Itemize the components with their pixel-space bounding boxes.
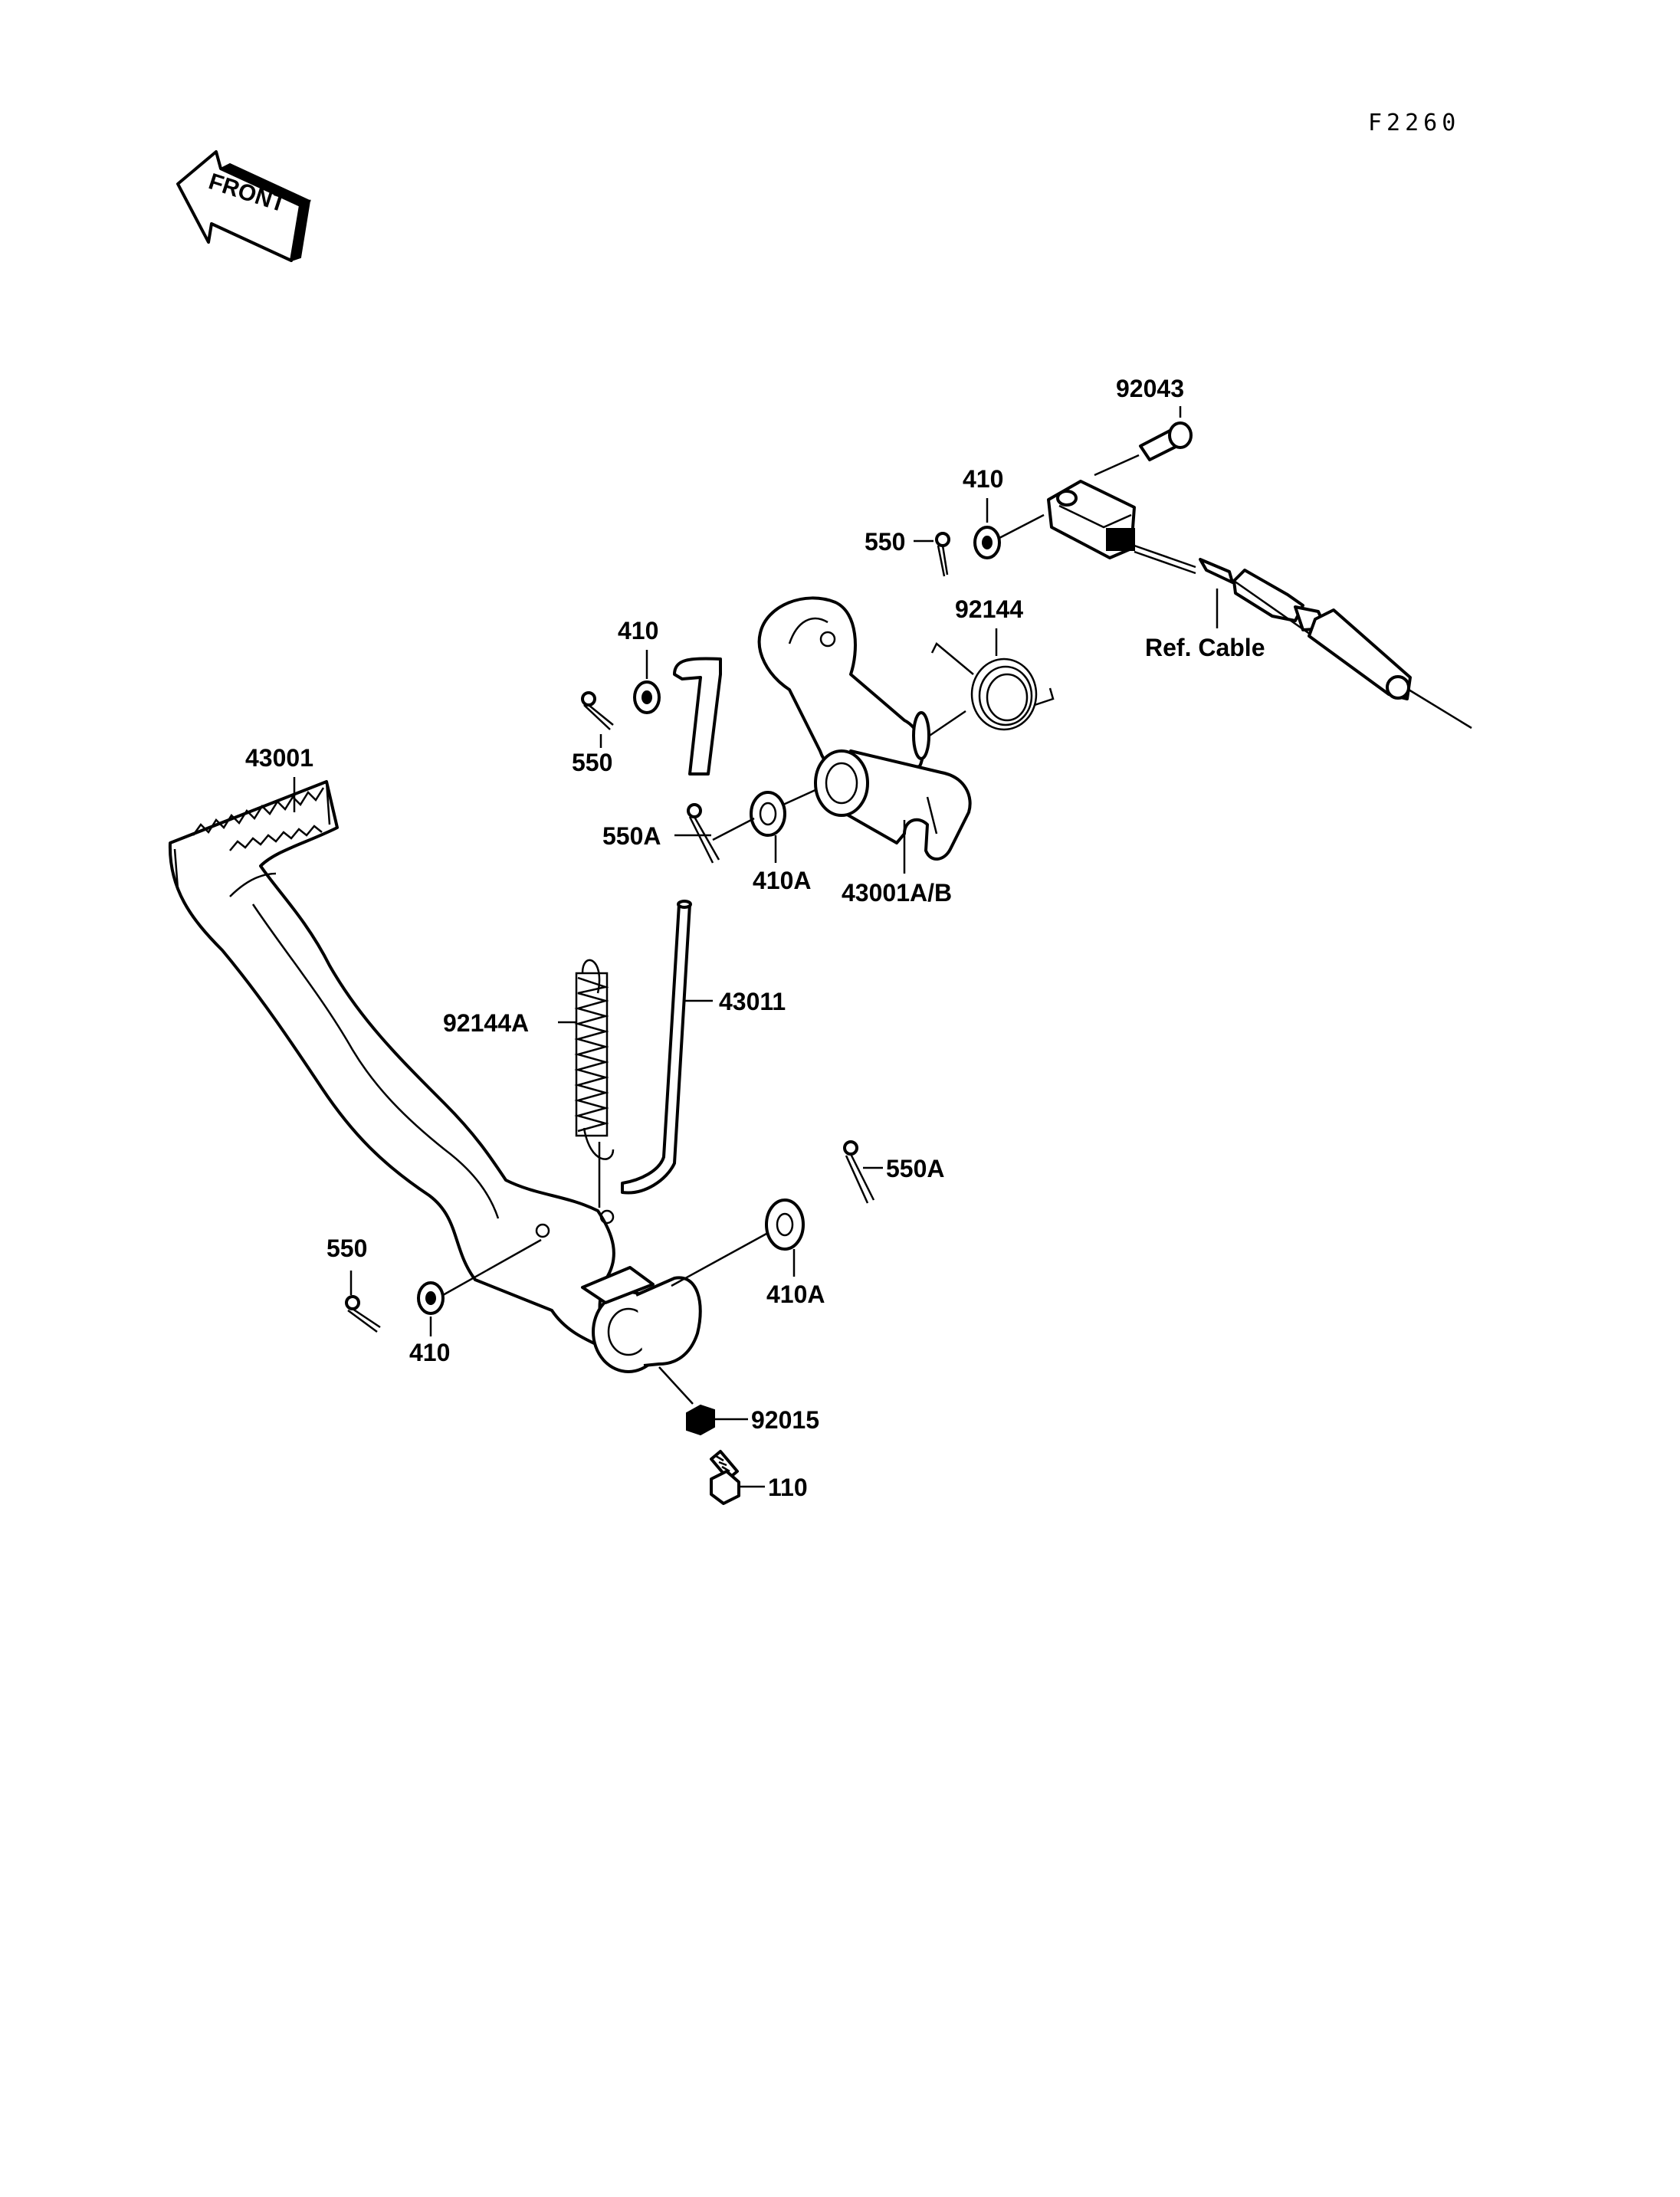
label-43011: 43011 [719,988,786,1015]
nut-92015 [686,1404,715,1436]
label-92043: 92043 [1116,375,1184,402]
bolt-110 [710,1450,740,1505]
label-550-mid: 550 [572,749,612,776]
label-410A-mid: 410A [753,867,812,894]
cotter-pin-550-mid [581,691,614,730]
lever-arm-43001AB [757,596,972,861]
label-43001AB: 43001A/B [842,879,952,907]
front-arrow-icon: FRONT [176,150,312,262]
torsion-spring-92144 [930,642,1055,731]
cable-clevis [1047,480,1196,575]
cotter-pin-550A-low [843,1140,875,1204]
label-110: 110 [768,1474,808,1501]
label-410-low: 410 [409,1339,450,1366]
label-92144: 92144 [955,595,1023,623]
label-550-top: 550 [865,528,905,556]
washer-410A-low [765,1199,805,1251]
cotter-pin-550-top [935,532,950,577]
brake-pedal-43001 [168,780,702,1373]
brake-rod-43011 [621,900,692,1195]
label-550A-low: 550A [886,1155,945,1182]
label-43001: 43001 [245,744,313,772]
label-410-mid: 410 [618,617,658,644]
diagram-code: F2260 [1368,110,1460,136]
cotter-pin-550-low [345,1295,381,1333]
return-spring-92144A [574,959,615,1160]
label-ref-cable: Ref. Cable [1145,634,1265,661]
label-92144A: 92144A [443,1009,529,1037]
label-550A-mid: 550A [602,822,661,850]
clevis-pin-92043 [1139,421,1193,461]
label-92015: 92015 [751,1406,819,1434]
label-410A-low: 410A [766,1280,825,1308]
label-410-top: 410 [963,465,1003,493]
l-shaped-pin [673,657,722,776]
brake-cable [1199,558,1472,730]
label-550-low: 550 [326,1235,367,1262]
washer-410A-mid [750,791,786,837]
cotter-pin-550A-mid [687,803,720,864]
